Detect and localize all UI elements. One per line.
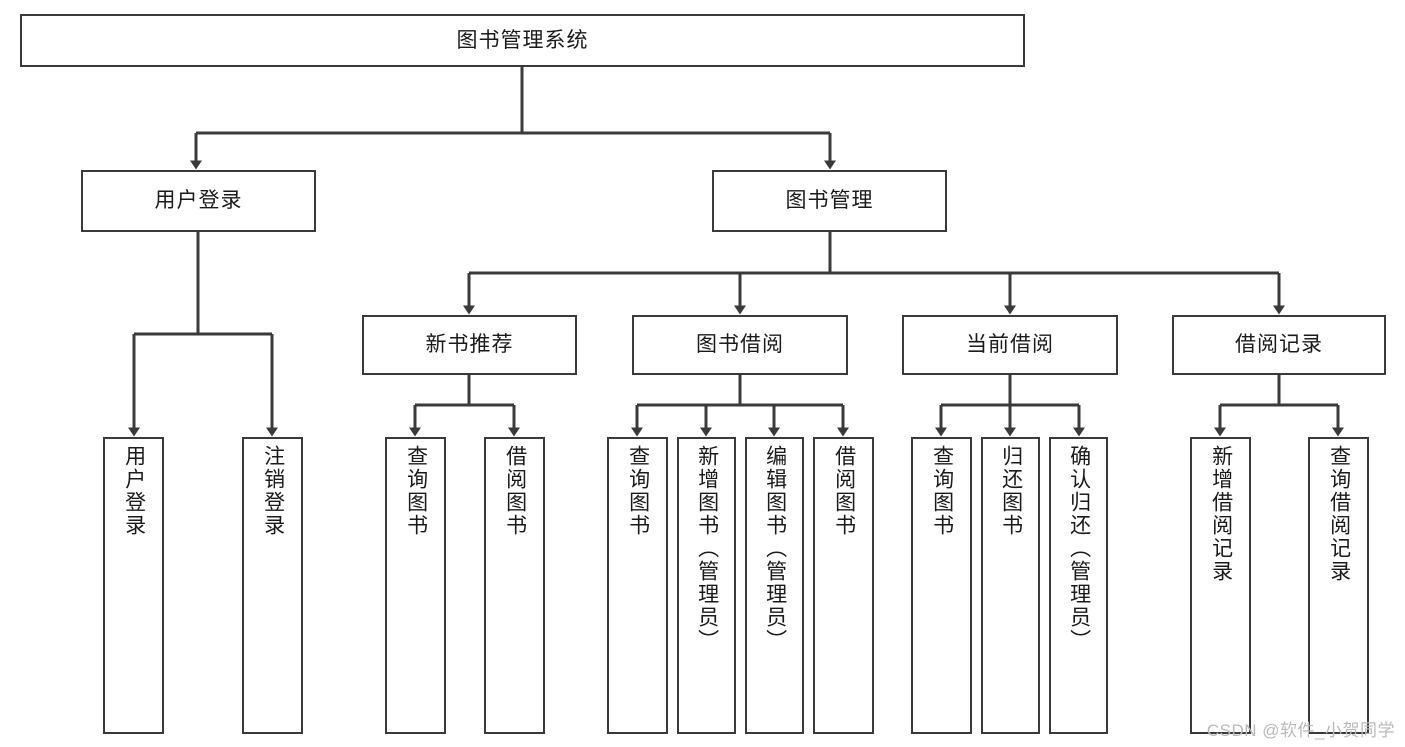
node-book-borrow-label: 图书借阅 [696, 333, 784, 357]
node-user-login[interactable]: 用户登录 [81, 170, 316, 232]
leaf-logout-label: 注销登录 [261, 445, 285, 537]
leaf-nb-borrow-book[interactable]: 借阅图书 [484, 437, 545, 734]
leaf-logout[interactable]: 注销登录 [242, 437, 303, 734]
leaf-br-query-record-label: 查询借阅记录 [1327, 445, 1351, 583]
leaf-br-query-record[interactable]: 查询借阅记录 [1308, 437, 1369, 734]
node-borrow-record-label: 借阅记录 [1235, 333, 1323, 357]
leaf-bb-borrow-book[interactable]: 借阅图书 [813, 437, 874, 734]
node-root-label: 图书管理系统 [456, 28, 589, 52]
node-new-book-recommend-label: 新书推荐 [425, 333, 514, 357]
leaf-cb-return-book[interactable]: 归还图书 [981, 437, 1040, 734]
leaf-bb-edit-book-label: 编辑图书（管理员） [763, 445, 787, 652]
node-book-manage-label: 图书管理 [785, 189, 874, 213]
node-current-borrow-label: 当前借阅 [966, 333, 1054, 357]
leaf-nb-query-book-label: 查询图书 [404, 445, 428, 537]
leaf-bb-add-book[interactable]: 新增图书（管理员） [677, 437, 736, 734]
leaf-user-login-label: 用户登录 [122, 445, 146, 537]
node-book-borrow[interactable]: 图书借阅 [632, 315, 848, 375]
leaf-cb-return-book-label: 归还图书 [999, 445, 1023, 537]
leaf-cb-confirm-return-label: 确认归还（管理员） [1067, 445, 1091, 652]
node-current-borrow[interactable]: 当前借阅 [902, 315, 1118, 375]
leaf-bb-add-book-label: 新增图书（管理员） [695, 445, 719, 652]
leaf-bb-query-book[interactable]: 查询图书 [607, 437, 668, 734]
leaf-nb-borrow-book-label: 借阅图书 [503, 445, 527, 537]
leaf-br-add-record[interactable]: 新增借阅记录 [1190, 437, 1251, 734]
node-user-login-label: 用户登录 [154, 189, 243, 213]
leaf-bb-edit-book[interactable]: 编辑图书（管理员） [745, 437, 804, 734]
node-new-book-recommend[interactable]: 新书推荐 [362, 315, 577, 375]
leaf-cb-confirm-return[interactable]: 确认归还（管理员） [1049, 437, 1108, 734]
leaf-nb-query-book[interactable]: 查询图书 [385, 437, 446, 734]
leaf-user-login[interactable]: 用户登录 [103, 437, 164, 734]
watermark: CSDN @软件_小贺同学 [1206, 721, 1395, 740]
leaf-cb-query-book[interactable]: 查询图书 [911, 437, 972, 734]
node-borrow-record[interactable]: 借阅记录 [1172, 315, 1386, 375]
leaf-br-add-record-label: 新增借阅记录 [1209, 445, 1233, 583]
node-root[interactable]: 图书管理系统 [20, 14, 1025, 67]
leaf-bb-borrow-book-label: 借阅图书 [832, 445, 856, 537]
leaf-cb-query-book-label: 查询图书 [930, 445, 954, 537]
node-book-manage[interactable]: 图书管理 [712, 170, 947, 232]
leaf-bb-query-book-label: 查询图书 [626, 445, 650, 537]
